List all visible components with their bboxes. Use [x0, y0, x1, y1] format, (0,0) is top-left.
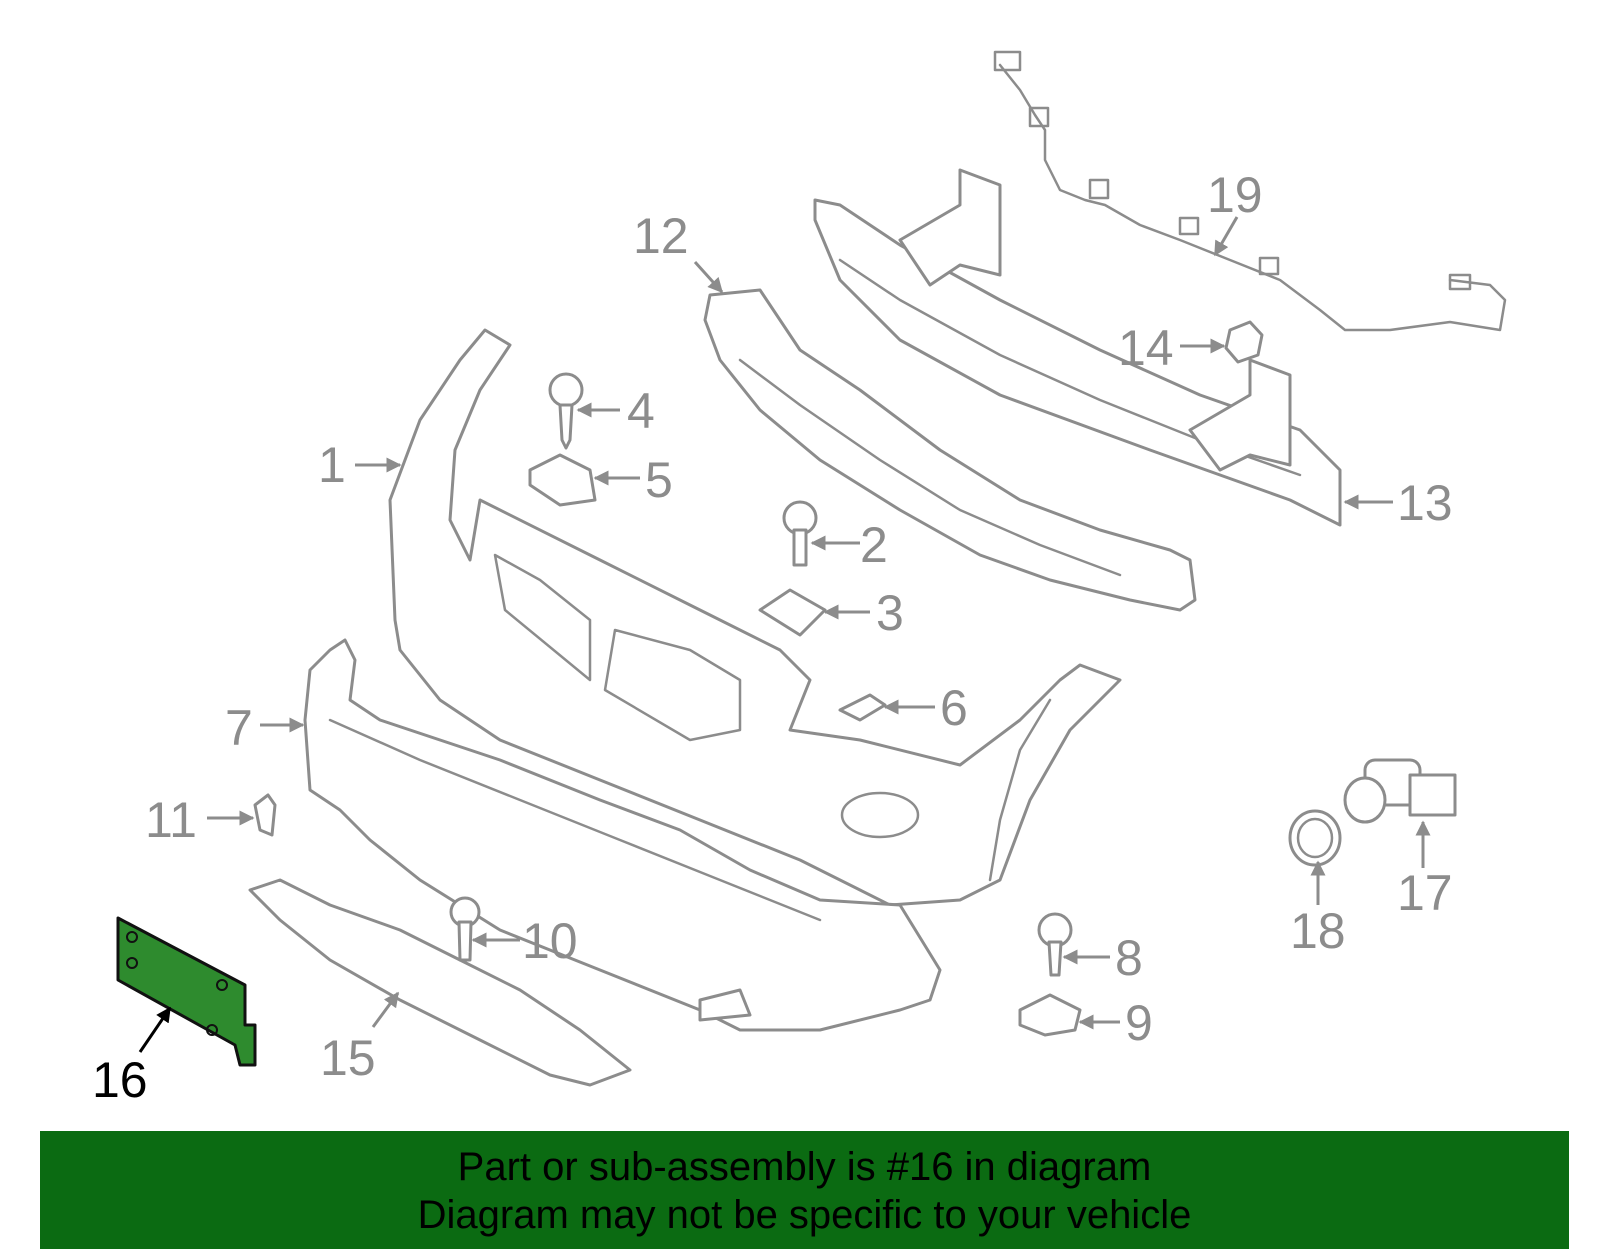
callout-7: 7	[225, 700, 253, 756]
callout-4: 4	[627, 383, 655, 439]
callout-9: 9	[1125, 995, 1153, 1051]
part-6-cover-cap	[838, 693, 887, 722]
parts-diagram: 1 2 3 4 5 6 7 8 9 10 11 12 13 14 15 16 1…	[92, 50, 1507, 1108]
callout-12: 12	[633, 208, 689, 264]
part-15-lower-trim	[248, 878, 632, 1087]
arrow-16	[138, 1006, 172, 1053]
callout-2: 2	[860, 517, 888, 573]
part-19-wiring-harness	[993, 50, 1507, 332]
part-11-clip	[253, 793, 277, 837]
part-5-clip-nut	[528, 453, 597, 507]
callout-11: 11	[145, 792, 197, 848]
arrow-19	[1213, 216, 1239, 257]
info-banner: Part or sub-assembly is #16 in diagram D…	[40, 1131, 1569, 1249]
part-3-cover-plate	[758, 588, 827, 637]
part-4-screw	[548, 372, 584, 450]
callout-labels: 1 2 3 4 5 6 7 8 9 10 11 12 13 14 15 16 1…	[92, 167, 1453, 1108]
leader-arrows	[138, 216, 1431, 1053]
callout-16: 16	[92, 1052, 148, 1108]
callout-8: 8	[1115, 930, 1143, 986]
banner-line-part: Part or sub-assembly is #16 in diagram	[457, 1145, 1152, 1189]
part-8-screw	[1037, 912, 1073, 977]
part-7-lower-carrier	[303, 638, 942, 1032]
part-2-bolt	[782, 500, 818, 567]
callout-15: 15	[320, 1030, 376, 1086]
callout-1: 1	[318, 437, 346, 493]
arrow-15	[371, 991, 400, 1028]
arrow-12	[693, 260, 724, 294]
callout-6: 6	[940, 680, 968, 736]
part-10-screw	[449, 896, 481, 962]
callout-10: 10	[522, 913, 578, 969]
part-14-nut	[1224, 320, 1264, 364]
part-9-clip-nut	[1018, 993, 1082, 1037]
part-17-parking-sensor	[1343, 758, 1457, 824]
banner-line-disclaimer: Diagram may not be specific to your vehi…	[417, 1193, 1192, 1237]
part-16-license-bracket[interactable]	[116, 916, 257, 1067]
callout-19: 19	[1207, 167, 1263, 223]
callout-18: 18	[1290, 903, 1346, 959]
callout-17: 17	[1397, 865, 1453, 921]
part-13-bumper-reinforcement	[813, 168, 1342, 527]
callout-5: 5	[645, 452, 673, 508]
part-1-bumper-cover	[388, 328, 1122, 907]
part-12-energy-absorber	[703, 288, 1197, 612]
part-18-sensor-ring	[1288, 809, 1342, 867]
callout-14: 14	[1118, 320, 1174, 376]
callout-13: 13	[1397, 475, 1453, 531]
callout-3: 3	[876, 585, 904, 641]
